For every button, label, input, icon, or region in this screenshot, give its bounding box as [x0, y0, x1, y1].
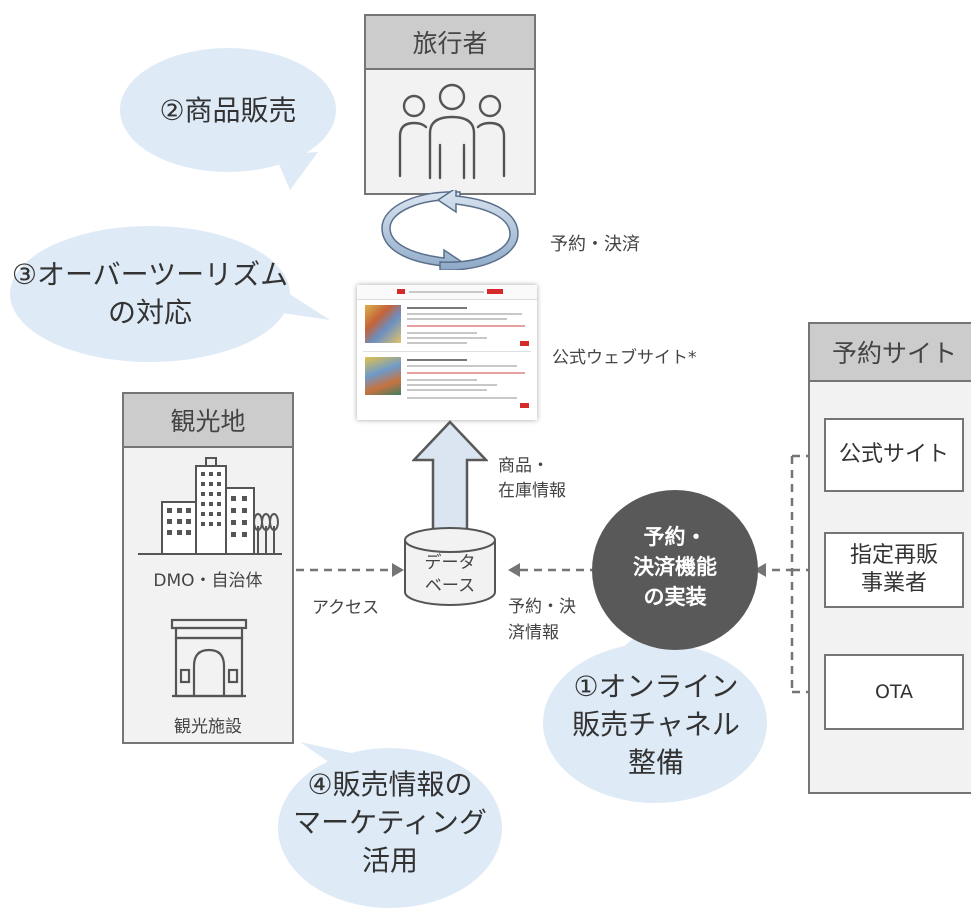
- site-nav-button: [487, 289, 503, 294]
- booking-sites-title: 予約サイト: [810, 324, 971, 382]
- product-title-line: [407, 307, 467, 309]
- database-icon: [404, 527, 496, 606]
- reservation-payment-info-label: 予約・決 済情報: [508, 597, 576, 643]
- cycle-arrows-icon: [381, 190, 519, 270]
- book-button-2: [520, 403, 529, 408]
- site-nav-line: [409, 291, 484, 293]
- arrowhead-from-booking: [508, 563, 520, 577]
- access-label: アクセス: [312, 598, 380, 618]
- official-website-screenshot: [357, 285, 537, 420]
- marketing-bubble-text: ④販売情報の マーケティング 活用: [293, 768, 487, 877]
- bubble-marketing: [278, 748, 502, 908]
- city-buildings-icon: [138, 457, 282, 555]
- product-inventory-label: 商品・ 在庫情報: [498, 456, 566, 501]
- database-label: データ ベース: [424, 553, 476, 596]
- book-button: [520, 341, 529, 346]
- official-website-label: 公式ウェブサイト*: [552, 348, 697, 368]
- people-icon: [398, 83, 506, 180]
- product-image-2: [365, 357, 401, 395]
- arch-facility-icon: [170, 618, 248, 698]
- online-bubble-text: ①オンライン 販売チャネル 整備: [572, 670, 740, 779]
- ota-box: OTA: [824, 654, 964, 730]
- arrowhead-to-database: [392, 563, 404, 577]
- tourist-area-panel: 観光地 DMO・自治体: [122, 392, 294, 744]
- bubble-overtourism-tail: [260, 275, 330, 320]
- overtourism-bubble-text: ③オーバーツーリズム の対応: [11, 258, 289, 329]
- sales-bubble-text: ②商品販売: [159, 94, 297, 127]
- bubble-sales: [120, 48, 336, 172]
- arrowhead-to-function: [754, 563, 766, 577]
- bubble-sales-tail: [275, 152, 318, 190]
- dmo-label: DMO・自治体: [153, 571, 263, 591]
- designated-reseller-box: 指定再販 事業者: [824, 532, 964, 608]
- traveler-title: 旅行者: [366, 16, 534, 70]
- bubble-marketing-tail: [300, 742, 384, 770]
- bubble-overtourism: [10, 226, 290, 362]
- site-divider: [363, 351, 531, 352]
- tourist-area-title: 観光地: [124, 394, 292, 448]
- function-label: 予約・ 決済機能 の実装: [633, 525, 717, 609]
- site-logo: [397, 289, 405, 294]
- reservation-payment-label: 予約・決済: [550, 234, 640, 255]
- bubble-online: [543, 643, 767, 803]
- product-image: [365, 305, 401, 343]
- facility-label: 観光施設: [174, 717, 242, 737]
- function-circle: [592, 490, 758, 650]
- traveler-panel: 旅行者: [364, 14, 536, 195]
- official-site-box: 公式サイト: [824, 418, 964, 492]
